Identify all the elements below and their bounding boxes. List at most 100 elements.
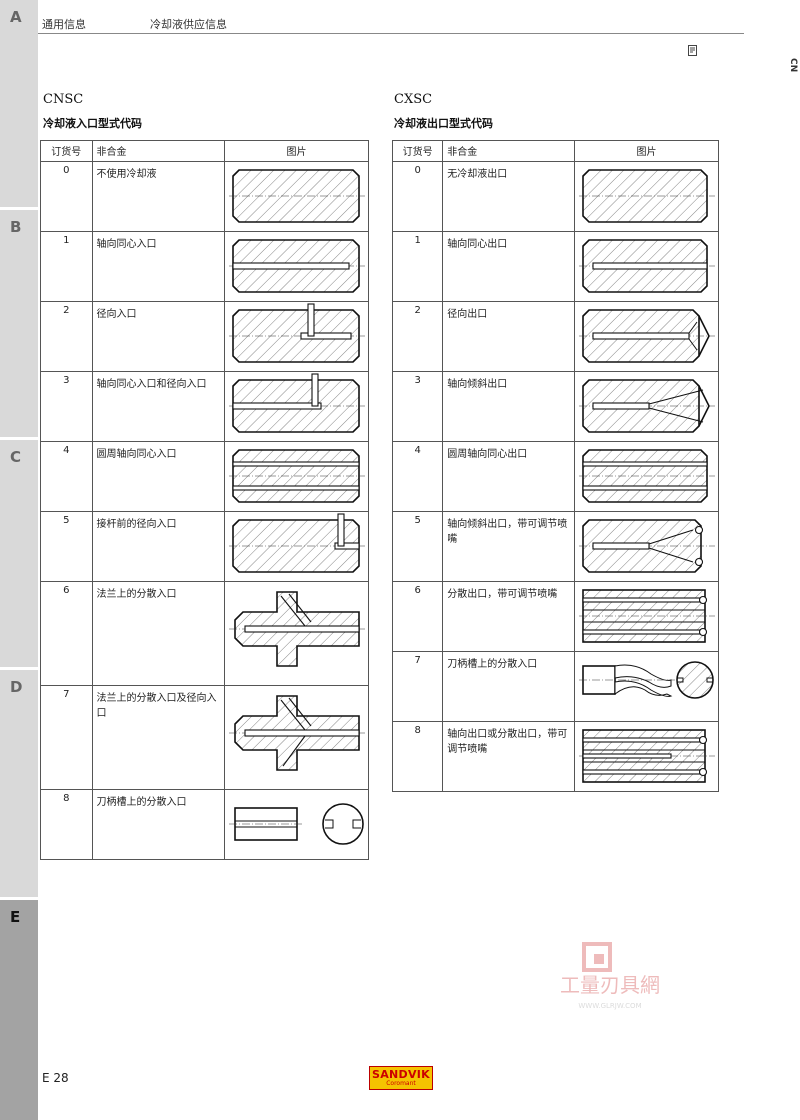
coolant-description: 径向出口	[442, 301, 575, 372]
coolant-description: 法兰上的分散入口及径向入口	[91, 685, 225, 790]
tool-drawing	[573, 161, 720, 232]
tool-drawing	[573, 231, 720, 302]
edge-language-label: CN	[788, 58, 798, 73]
tool-drawing	[573, 581, 720, 652]
tool-drawing	[223, 301, 370, 372]
tool-drawing	[223, 581, 370, 686]
coolant-description: 轴向倾斜出口，带可调节喷嘴	[442, 511, 575, 582]
tab-a[interactable]: A	[0, 0, 38, 210]
tool-drawing	[573, 511, 720, 582]
tool-drawing	[223, 231, 370, 302]
tab-b[interactable]: B	[0, 210, 38, 440]
order-code: 7	[391, 651, 444, 722]
order-code: 8	[40, 789, 93, 860]
coolant-description: 轴向倾斜出口	[442, 371, 575, 442]
watermark-logo: 工量刃具網 WWW.GLRJW.COM	[560, 942, 660, 1010]
order-code: 4	[40, 441, 93, 512]
coolant-description: 圆周轴向同心入口	[91, 441, 225, 512]
coolant-description: 无冷却液出口	[442, 161, 575, 232]
order-code: 0	[391, 161, 444, 232]
order-code: 5	[40, 511, 93, 582]
cxsc-subtitle: 冷却液出口型式代码	[394, 117, 493, 130]
coolant-description: 轴向出口或分散出口，带可调节喷嘴	[442, 721, 575, 792]
coolant-description: 轴向同心入口	[91, 231, 225, 302]
header-rule	[38, 33, 744, 34]
tool-drawing	[573, 301, 720, 372]
order-code: 6	[40, 581, 93, 686]
tool-drawing	[223, 161, 370, 232]
coolant-description: 分散出口，带可调节喷嘴	[442, 581, 575, 652]
tool-drawing	[223, 685, 370, 790]
order-code: 2	[391, 301, 444, 372]
page-number: E 28	[42, 1071, 69, 1085]
tab-e[interactable]: E	[0, 900, 38, 1120]
watermark-text: 工量刃具網	[560, 973, 660, 997]
tool-drawing	[573, 441, 720, 512]
tool-drawing	[573, 721, 720, 792]
logo-main-text: SANDVIK	[371, 1068, 430, 1081]
coolant-description: 径向入口	[91, 301, 225, 372]
cxsc-title: CXSC	[394, 92, 433, 107]
logo-sub-text: Coromant	[386, 1080, 416, 1087]
tab-d[interactable]: D	[0, 670, 38, 900]
order-code: 8	[391, 721, 444, 792]
coolant-description: 圆周轴向同心出口	[442, 441, 575, 512]
col-non-alloy: 非合金	[442, 140, 575, 162]
coolant-description: 轴向同心出口	[442, 231, 575, 302]
cnsc-subtitle: 冷却液入口型式代码	[43, 117, 142, 130]
tool-drawing	[573, 651, 720, 722]
order-code: 3	[391, 371, 444, 442]
col-order-no: 订货号	[40, 140, 93, 162]
coolant-description: 刀柄槽上的分散入口	[91, 789, 225, 860]
coolant-description: 接杆前的径向入口	[91, 511, 225, 582]
col-image: 图片	[223, 140, 370, 162]
note-icon	[688, 45, 697, 56]
cnsc-title: CNSC	[43, 92, 84, 107]
watermark-url: WWW.GLRJW.COM	[578, 1002, 641, 1010]
sandvik-logo: SANDVIK Coromant	[369, 1066, 433, 1090]
coolant-description: 法兰上的分散入口	[91, 581, 225, 686]
coolant-description: 不使用冷却液	[91, 161, 225, 232]
coolant-description: 轴向同心入口和径向入口	[91, 371, 225, 442]
col-order-no: 订货号	[391, 140, 444, 162]
order-code: 1	[391, 231, 444, 302]
tool-drawing	[223, 789, 370, 860]
section-tabs: A B C D E	[0, 0, 38, 1120]
order-code: 7	[40, 685, 93, 790]
tool-drawing	[573, 371, 720, 442]
order-code: 0	[40, 161, 93, 232]
tool-drawing	[223, 371, 370, 442]
col-non-alloy: 非合金	[91, 140, 225, 162]
order-code: 6	[391, 581, 444, 652]
order-code: 2	[40, 301, 93, 372]
order-code: 1	[40, 231, 93, 302]
order-code: 3	[40, 371, 93, 442]
header-left: 通用信息	[42, 18, 86, 31]
tab-c[interactable]: C	[0, 440, 38, 670]
order-code: 5	[391, 511, 444, 582]
tool-drawing	[223, 511, 370, 582]
col-image: 图片	[573, 140, 720, 162]
order-code: 4	[391, 441, 444, 512]
tool-drawing	[223, 441, 370, 512]
header-right: 冷却液供应信息	[150, 18, 227, 31]
coolant-description: 刀柄槽上的分散入口	[442, 651, 575, 722]
